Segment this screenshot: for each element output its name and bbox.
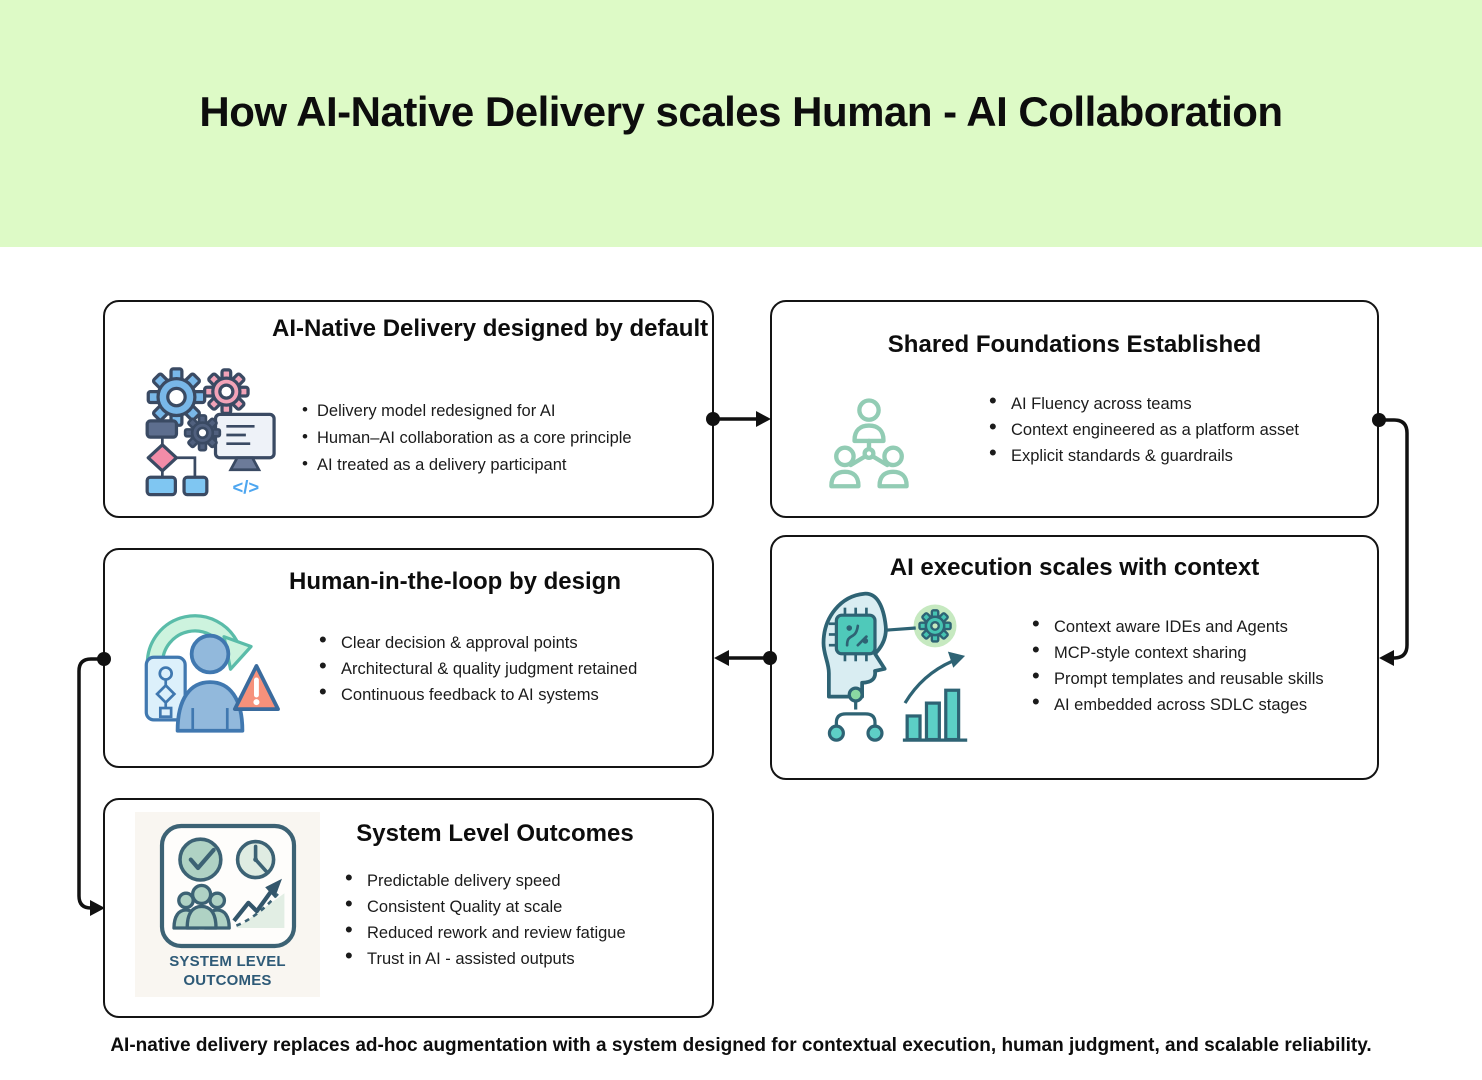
page-title: How AI-Native Delivery scales Human - AI… [199,88,1283,135]
bullet-item: Explicit standards & guardrails [987,444,1367,465]
card-system-level-outcomes: SYSTEM LEVEL OUTCOMES System Level Outco… [103,798,714,1018]
card-title: AI-Native Delivery designed by default [272,315,709,342]
bullet-item: Context engineered as a platform asset [987,418,1367,439]
bullet-item: Predictable delivery speed [343,869,703,890]
bullet-item: Consistent Quality at scale [343,895,703,916]
header-band: How AI-Native Delivery scales Human - AI… [0,0,1482,247]
bullet-list: Context aware IDEs and Agents MCP-style … [1030,615,1370,722]
bullet-list: Delivery model redesigned for AI Human–A… [302,401,712,483]
card-title: Human-in-the-loop by design [289,568,621,595]
bullet-item: AI embedded across SDLC stages [1030,693,1370,714]
gears-flowchart-monitor-icon: </> [133,358,285,504]
card-title: System Level Outcomes [356,820,634,847]
card-human-in-the-loop: Human-in-the-loop by design [103,548,714,768]
team-org-chart-icon [816,386,922,499]
footer-text: AI-native delivery replaces ad-hoc augme… [110,1035,1372,1056]
bullet-item: Delivery model redesigned for AI [302,401,712,420]
bullet-item: Continuous feedback to AI systems [317,683,697,704]
card-title: AI execution scales with context [889,554,1260,581]
human-loop-approval-icon [129,586,291,753]
bullet-item: Prompt templates and reusable skills [1030,667,1370,688]
bullet-list: AI Fluency across teams Context engineer… [987,392,1367,473]
card-ai-native-delivery: AI-Native Delivery designed by default [103,300,714,518]
badge-caption: SYSTEM LEVEL OUTCOMES [169,953,286,989]
bullet-item: Human–AI collaboration as a core princip… [302,428,712,447]
bullet-item: Clear decision & approval points [317,631,697,652]
card-title: Shared Foundations Established [887,331,1262,358]
bullet-list: Clear decision & approval points Archite… [317,631,697,712]
connector-box3-to-box4 [714,650,777,666]
svg-text:</>: </> [233,477,260,498]
system-level-outcomes-badge-icon: SYSTEM LEVEL OUTCOMES [135,812,320,997]
card-shared-foundations: Shared Foundations Established AI Flu [770,300,1379,518]
connector-box1-to-box2 [706,411,771,427]
bullet-item: AI treated as a delivery participant [302,455,712,474]
bullet-item: Context aware IDEs and Agents [1030,615,1370,636]
bullet-item: Architectural & quality judgment retaine… [317,657,697,678]
bullet-item: Trust in AI - assisted outputs [343,947,703,968]
bullet-list: Predictable delivery speed Consistent Qu… [343,869,703,976]
card-ai-execution: AI execution scales with context [770,535,1379,780]
bullet-item: Reduced rework and review fatigue [343,921,703,942]
bullet-item: AI Fluency across teams [987,392,1367,413]
bullet-item: MCP-style context sharing [1030,641,1370,662]
ai-head-chip-icon [804,583,976,751]
